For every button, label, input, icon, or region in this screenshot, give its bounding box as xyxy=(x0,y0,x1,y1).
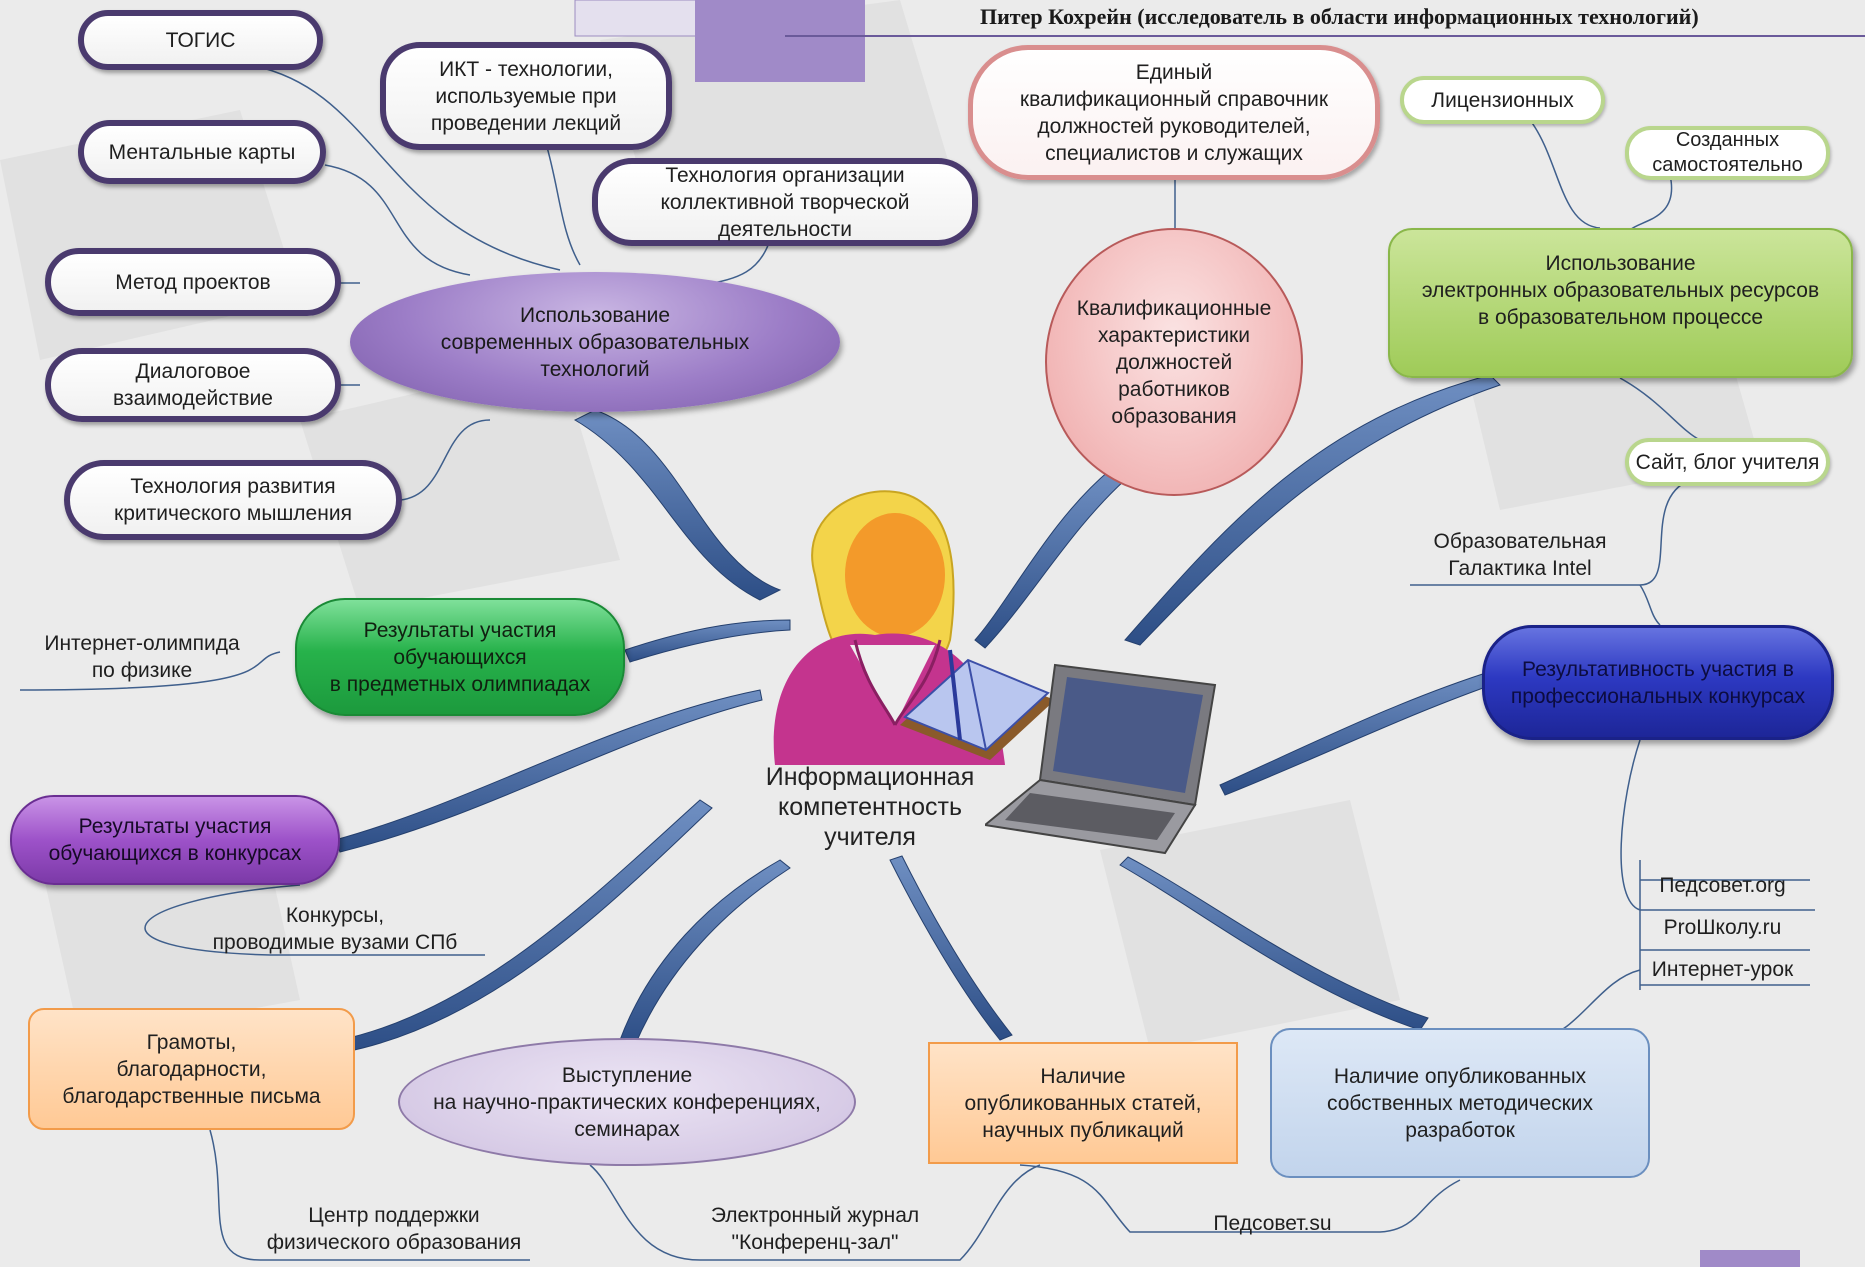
node-critical: Технология развития критического мышлени… xyxy=(64,460,402,540)
node-modern-tech: Использование современных образовательны… xyxy=(350,272,840,412)
author-caption: Питер Кохрейн (исследователь в области и… xyxy=(980,4,1699,29)
node-talks: Выступление на научно-практических конфе… xyxy=(398,1038,856,1166)
node-qualification: Квалификационные характеристики должност… xyxy=(1045,228,1303,496)
node-methods: Наличие опубликованных собственных метод… xyxy=(1270,1028,1650,1178)
node-physics-center: Центр поддержки физического образования xyxy=(266,1204,522,1254)
laptop-icon xyxy=(985,663,1217,855)
node-spb-contests: Конкурсы, проводимые вузами СПб xyxy=(212,904,458,954)
node-mental-maps: Ментальные карты xyxy=(78,120,326,184)
node-articles: Наличие опубликованных статей, научных п… xyxy=(928,1042,1238,1164)
node-pedsovet-org: Педсовет.org xyxy=(1659,873,1786,897)
node-eor: Использование электронных образовательны… xyxy=(1388,228,1853,378)
node-prof-contests: Результативность участия в профессиональ… xyxy=(1482,625,1834,740)
node-internet-urok: Интернет-урок xyxy=(1651,957,1794,981)
node-dialog: Диалоговое взаимодействие xyxy=(45,348,341,422)
node-site-blog: Сайт, блог учителя xyxy=(1625,438,1830,486)
teacher-illustration xyxy=(773,490,1005,765)
node-contests: Результаты участия обучающихся в конкурс… xyxy=(10,795,340,885)
node-projects: Метод проектов xyxy=(45,248,341,316)
node-pedsovet-su: Педсовет.su xyxy=(1213,1211,1332,1235)
node-olympiad: Результаты участия обучающихся в предмет… xyxy=(295,598,625,716)
node-physics-olympiad: Интернет-олимпида по физике xyxy=(44,632,240,682)
node-togis: ТОГИС xyxy=(78,10,323,70)
node-proshkolu: ProШколу.ru xyxy=(1663,915,1782,939)
node-conference-journal: Электронный журнал "Конференц-зал" xyxy=(710,1204,920,1254)
node-own-created: Созданных самостоятельно xyxy=(1625,126,1830,180)
node-ktd: Технология организации коллективной твор… xyxy=(592,158,978,246)
node-handbook: Единый квалификационный справочник должн… xyxy=(968,45,1380,180)
book-icon xyxy=(900,649,1055,760)
node-intel-galaxy: Образовательная Галактика Intel xyxy=(1433,530,1607,580)
node-licensed: Лицензионных xyxy=(1400,76,1605,124)
node-ikt: ИКТ - технологии, используемые при прове… xyxy=(380,42,672,150)
center-label: Информационная компетентность учителя xyxy=(765,763,975,851)
node-awards: Грамоты, благодарности, благодарственные… xyxy=(28,1008,355,1130)
